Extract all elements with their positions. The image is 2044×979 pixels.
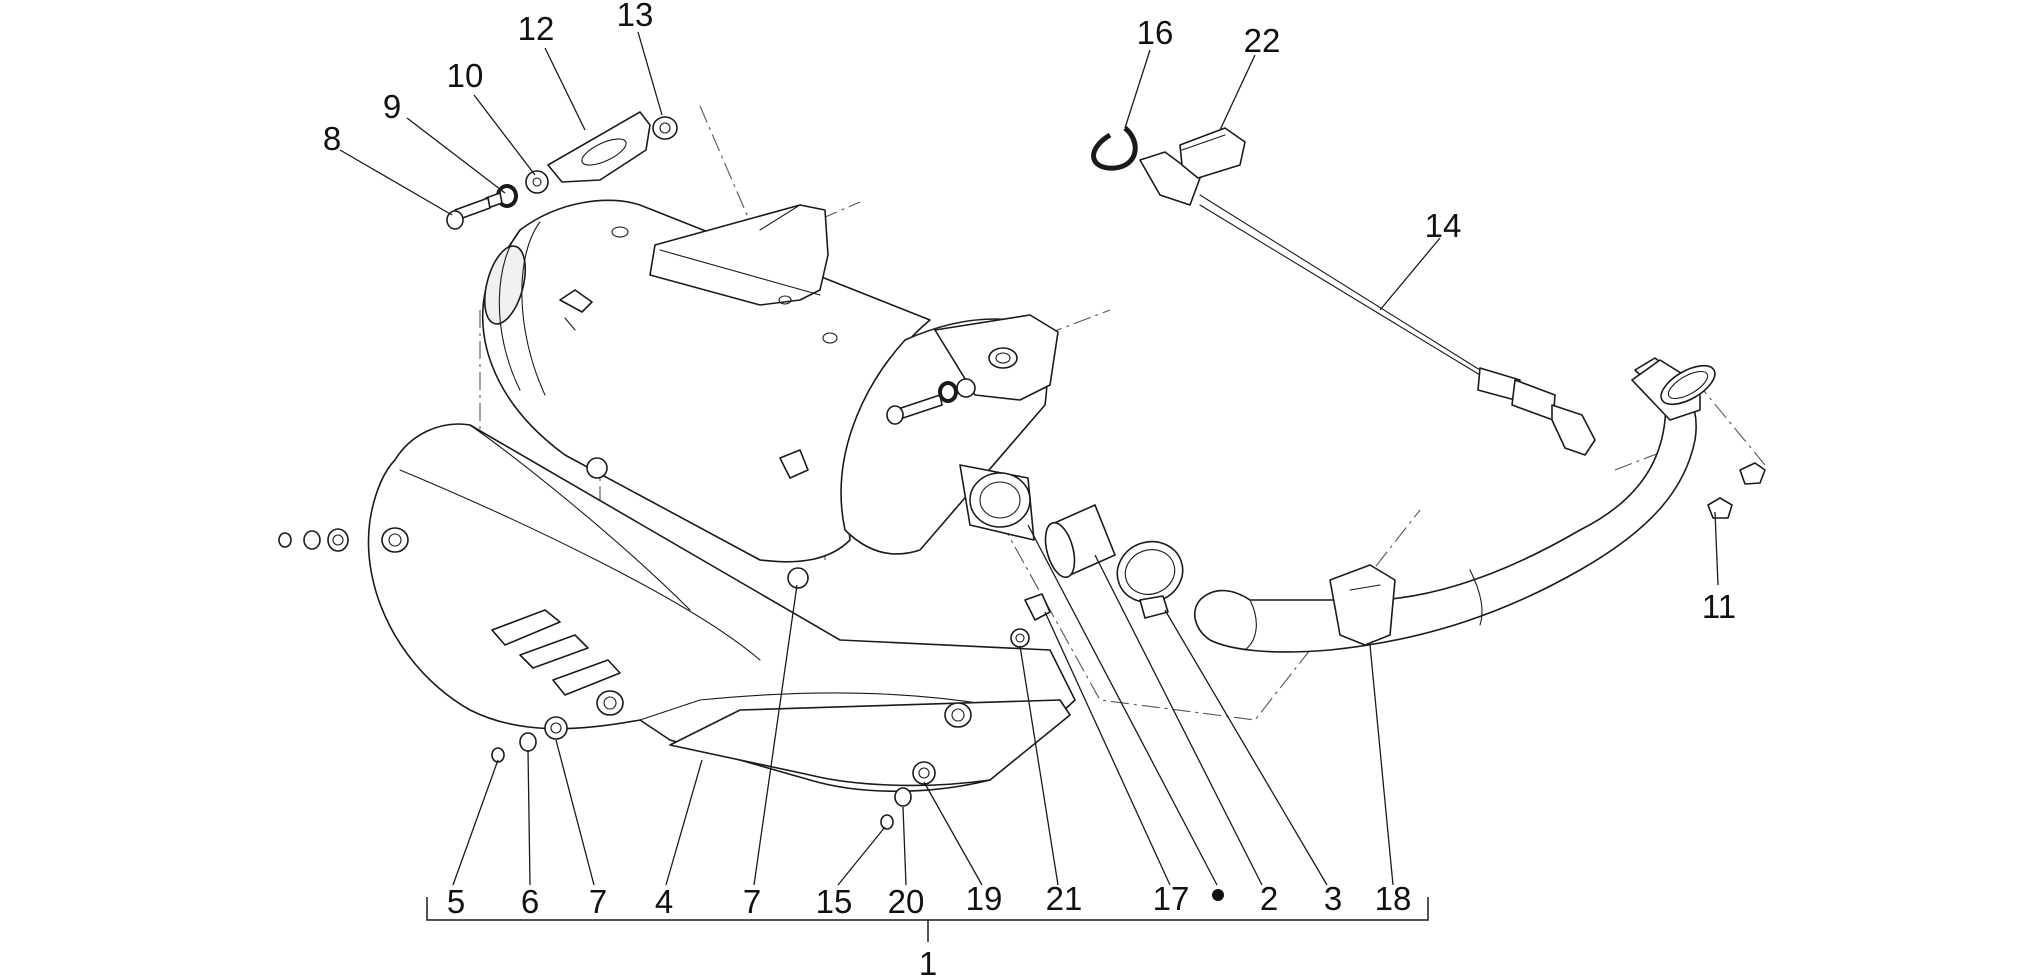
callout-9: 9	[383, 88, 401, 125]
callout-4: 4	[655, 883, 673, 920]
callout-16: 16	[1137, 14, 1174, 51]
callout-15: 15	[816, 883, 853, 920]
callout-2: 2	[1260, 880, 1278, 917]
flange-nuts-11	[1707, 462, 1766, 519]
callout-6: 6	[521, 883, 539, 920]
cap-22	[1179, 127, 1246, 179]
callout-19: 19	[966, 880, 1003, 917]
nut-21-and-clip-17	[1010, 593, 1051, 648]
callout-7-center: 7	[743, 883, 761, 920]
shield-lower-fasteners	[491, 716, 568, 763]
silencer-body	[482, 199, 1059, 563]
callout-21: 21	[1046, 880, 1083, 917]
silencer-outlet-pipe	[959, 464, 1035, 541]
leader-lines	[339, 31, 1719, 886]
callout-14: 14	[1425, 207, 1462, 244]
heat-shield-4	[367, 423, 1076, 793]
exhaust-pipe	[1194, 357, 1716, 653]
callout-3: 3	[1324, 880, 1342, 917]
callout-11: 11	[1702, 588, 1736, 625]
marker-dot	[1212, 889, 1224, 901]
clamp-3	[1116, 540, 1184, 619]
callout-18: 18	[1375, 880, 1412, 917]
callout-22: 22	[1244, 22, 1281, 59]
washer-13	[652, 116, 678, 140]
callout-labels: 8 9 10 12 13 16 22 14 11 5 6 7 4 7 15 20…	[323, 0, 1736, 979]
callout-7-left: 7	[589, 883, 607, 920]
callout-13: 13	[617, 0, 654, 33]
washer-10	[525, 170, 549, 194]
callout-12: 12	[518, 10, 555, 47]
hose-clip-16	[1091, 126, 1138, 171]
shield-left-fasteners	[278, 528, 349, 552]
bolt-8	[446, 192, 503, 230]
callout-20: 20	[888, 883, 925, 920]
callout-1: 1	[919, 945, 937, 979]
callout-5: 5	[447, 883, 465, 920]
upper-bracket	[547, 111, 651, 183]
callout-10: 10	[447, 57, 484, 94]
shield-right-fasteners	[880, 761, 936, 830]
callout-8: 8	[323, 120, 341, 157]
callout-17: 17	[1153, 880, 1190, 917]
sleeve-2	[1044, 504, 1116, 579]
assembly-bracket	[426, 897, 1429, 942]
lambda-sensor-14	[1139, 151, 1596, 456]
